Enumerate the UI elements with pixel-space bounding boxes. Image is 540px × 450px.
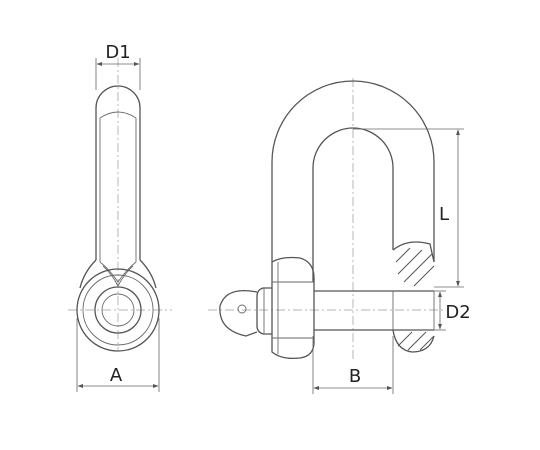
hatch-line (413, 265, 435, 287)
side-view-shank (95, 85, 141, 260)
dimension-l: L (353, 128, 464, 288)
side-view-neck-left (79, 259, 97, 289)
label-l: L (439, 204, 449, 225)
side-view-eye-hole (94, 286, 142, 334)
side-view-neck-shade-right (117, 265, 134, 287)
side-view-eye-rim (82, 274, 154, 346)
label-b: B (349, 366, 361, 387)
side-view-neck-shade-left (102, 265, 119, 287)
label-d2: D2 (445, 302, 470, 323)
hatch-line (395, 247, 411, 263)
hatch-line (419, 335, 435, 351)
side-view (68, 58, 172, 352)
bow-inner (312, 127, 394, 282)
label-a: A (110, 365, 123, 386)
right-eye-top (392, 241, 435, 263)
right-eye-bottom (392, 329, 435, 353)
pin-collar (256, 287, 272, 335)
front-view (208, 78, 446, 360)
label-d1: D1 (105, 42, 130, 63)
pin-head-hole (237, 304, 247, 314)
bow-outer (271, 80, 435, 262)
dimension-a: A (76, 318, 160, 392)
hatch-line (407, 331, 427, 351)
pin-head (219, 289, 258, 337)
left-eye-boss (271, 256, 315, 360)
dimension-d1: D1 (95, 42, 141, 90)
hatch-line (397, 331, 413, 347)
dimension-d2: D2 (434, 290, 471, 331)
side-view-eye-outer (76, 268, 160, 352)
dimension-b: B (312, 336, 394, 394)
hatch-line (397, 249, 423, 275)
side-view-shank-top-edge (99, 111, 137, 119)
right-eye-section-hatch (395, 247, 435, 351)
side-view-pin-end (101, 293, 135, 327)
hatch-line (403, 253, 433, 283)
side-view-neck-fork (99, 261, 137, 283)
side-view-neck-right (139, 259, 157, 289)
